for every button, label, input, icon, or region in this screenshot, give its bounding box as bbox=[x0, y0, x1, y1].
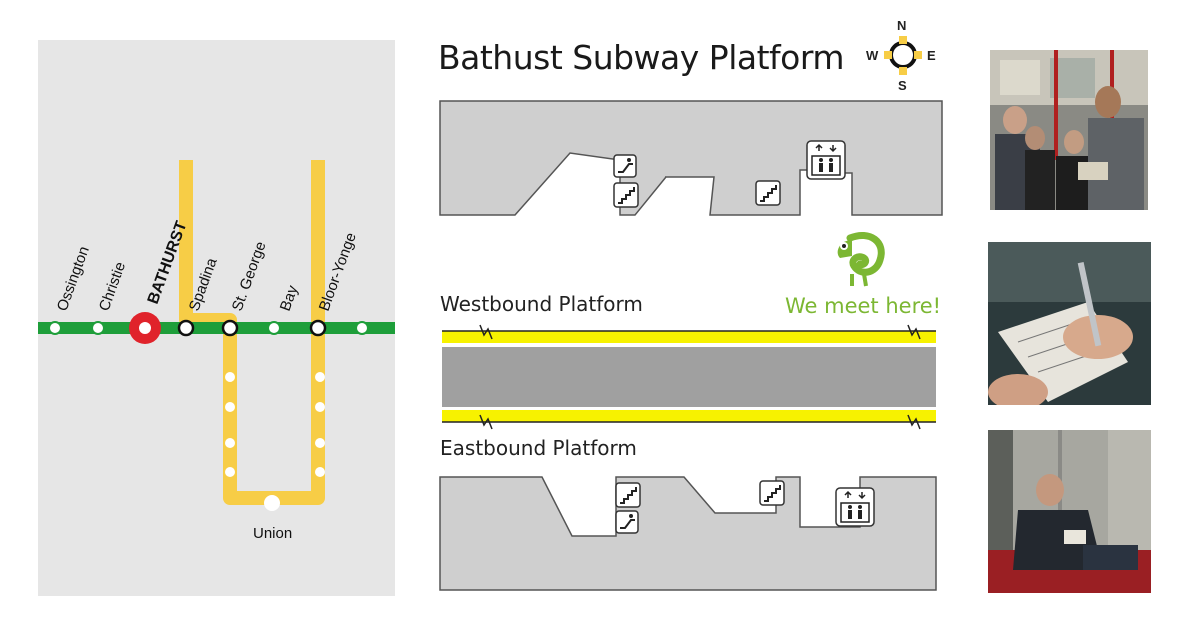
meet-here-text: We meet here! bbox=[785, 294, 942, 318]
station-spadina-dot bbox=[177, 319, 195, 337]
yellow-line-east bbox=[272, 160, 325, 505]
station-label-ossington: Ossington bbox=[54, 244, 93, 313]
station-label-bay: Bay bbox=[277, 283, 302, 314]
platform-diagram bbox=[439, 100, 943, 591]
green-line bbox=[38, 322, 395, 334]
union-station-dot bbox=[264, 495, 280, 511]
upper-concourse-west bbox=[439, 100, 943, 216]
station-east-dot bbox=[355, 321, 369, 335]
stairs-icon bbox=[613, 182, 639, 208]
stairs-icon bbox=[759, 480, 785, 506]
lower-concourse-east bbox=[439, 476, 937, 591]
station-st-george-dot bbox=[221, 319, 239, 337]
station-label-union: Union bbox=[253, 525, 292, 542]
station-christie-dot bbox=[91, 321, 105, 335]
station-bay-dot bbox=[267, 321, 281, 335]
track-east-yellow bbox=[442, 410, 936, 422]
track-west-yellow bbox=[442, 331, 936, 343]
station-ossington-dot bbox=[48, 321, 62, 335]
compass-east: E bbox=[927, 48, 936, 63]
track-bed bbox=[442, 347, 936, 407]
stairs-icon bbox=[615, 482, 641, 508]
chameleon-icon bbox=[837, 232, 885, 287]
station-bathurst-inner bbox=[139, 322, 151, 334]
subway-map: Ossington Christie BATHURST Spadina St. … bbox=[38, 40, 395, 596]
photo-subway-riders bbox=[990, 50, 1148, 210]
compass-north: N bbox=[897, 18, 907, 33]
westbound-platform-label: Westbound Platform bbox=[440, 292, 643, 316]
station-label-st-george: St. George bbox=[229, 239, 270, 313]
page-title: Bathust Subway Platform bbox=[438, 38, 844, 77]
elevator-icon bbox=[835, 487, 875, 527]
compass-west: W bbox=[866, 48, 879, 63]
subway-map-graphic: Ossington Christie BATHURST Spadina St. … bbox=[38, 160, 395, 542]
escalator-icon bbox=[615, 510, 639, 534]
compass-icon: N S W E bbox=[862, 18, 942, 94]
stairs-icon bbox=[755, 180, 781, 206]
compass-south: S bbox=[898, 78, 907, 93]
station-label-christie: Christie bbox=[96, 260, 129, 314]
yellow-line-stations bbox=[225, 372, 325, 511]
elevator-icon bbox=[806, 140, 846, 180]
station-bloor-yonge-dot bbox=[309, 319, 327, 337]
photo-sketching-hand bbox=[988, 242, 1151, 405]
photo-rider-writing bbox=[988, 430, 1151, 593]
eastbound-platform-label: Eastbound Platform bbox=[440, 436, 637, 460]
escalator-icon bbox=[613, 154, 637, 178]
